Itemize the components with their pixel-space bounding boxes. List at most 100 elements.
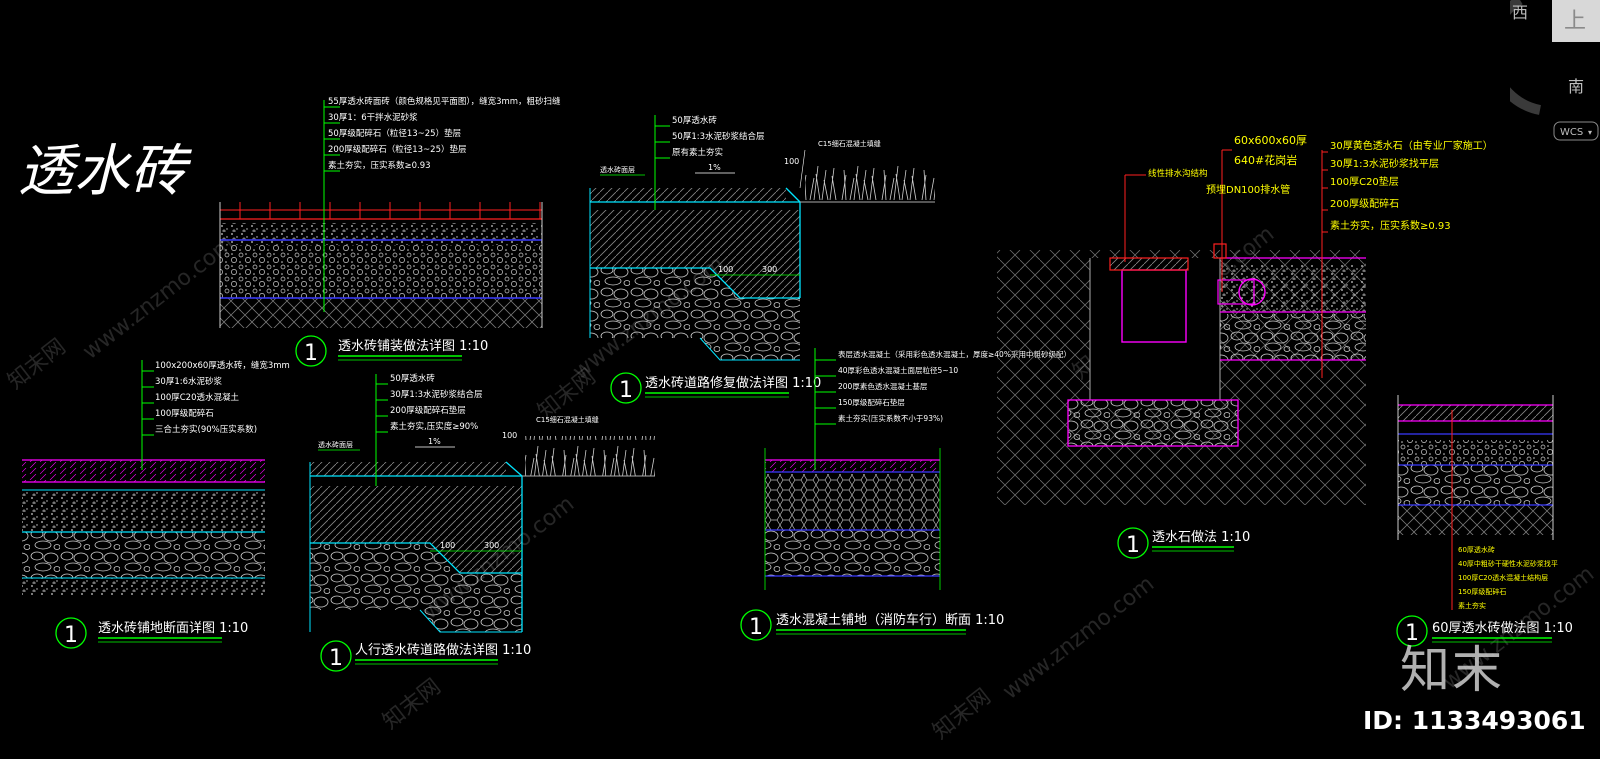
layer-gravel <box>1398 465 1553 505</box>
chevron-down-icon[interactable]: ▾ <box>1588 128 1592 137</box>
layer-top <box>765 460 940 472</box>
drain-grate <box>1109 257 1189 271</box>
grass-strip <box>805 160 935 200</box>
dim-label: 300 <box>484 541 499 550</box>
watermark: www.znzmo.com <box>78 231 239 364</box>
viewcube[interactable]: 上 西 南 WCS ▾ <box>1486 0 1600 150</box>
watermark: 知末网 <box>378 674 445 734</box>
viewcube-top-label: 上 <box>1564 9 1586 34</box>
layer-paver <box>310 462 506 476</box>
layer-earth <box>1398 505 1553 535</box>
detail-number-circle <box>740 609 772 641</box>
detail-title: 透水石做法 1:10 <box>1152 530 1250 545</box>
detail-title: 透水砖道路修复做法详图 1:10 <box>645 375 821 391</box>
note-text: 100厚C20透水混凝土结构层 <box>1458 573 1548 582</box>
detail-number: 1 <box>329 646 343 671</box>
dim-label: 100 <box>440 541 455 550</box>
viewcube-face-top[interactable] <box>1552 0 1600 42</box>
note-text: 100x200x60厚透水砖，缝宽3mm <box>155 360 290 371</box>
detail-number-circle <box>55 617 87 649</box>
note-text: 三合土夯实(90%压实系数) <box>155 424 257 435</box>
detail-number: 1 <box>64 623 78 648</box>
detail-title: 人行透水砖道路做法详图 1:10 <box>355 642 531 658</box>
detail-number: 1 <box>1126 533 1140 558</box>
note-text: 200厚级配碎石 <box>1330 197 1399 210</box>
detail-number-circle <box>610 372 642 404</box>
layer-earth <box>590 268 800 360</box>
note-text: 50厚透水砖 <box>672 115 717 126</box>
detail-permeable-stone: 60x600x60厚 640#花岗岩 预埋DN100排水管 线性排水沟结构 30… <box>997 134 1493 559</box>
dim-label: 100 <box>784 157 799 166</box>
layer-gravel <box>765 530 940 576</box>
detail-number-circle <box>1117 527 1149 559</box>
detail-number: 1 <box>304 341 318 366</box>
drain-pit <box>1090 258 1220 408</box>
note-text: 线性排水沟结构 <box>1148 168 1208 179</box>
note-text: 100厚C20透水混凝土 <box>155 392 239 403</box>
detail-permeable-brick-paving: 55厚透水砖面砖（颜色规格见平面图），缝宽3mm，粗砂扫缝 30厚1：6干拌水泥… <box>219 96 561 367</box>
watermark-logo: 知末 <box>1400 641 1504 699</box>
dim-label: 100 <box>718 265 733 274</box>
detail-number: 1 <box>749 615 763 640</box>
note-text: 60x600x60厚 <box>1234 134 1307 147</box>
sheet-title: 透水砖 <box>18 139 192 204</box>
detail-number-circle <box>1396 615 1428 647</box>
layer-earth <box>22 578 265 596</box>
layer-paver <box>22 460 265 482</box>
note-text: 原有素土夯实 <box>672 147 723 158</box>
note-text: 素土夯实 <box>1458 601 1486 610</box>
layer-earth <box>310 543 522 632</box>
note-text: 200厚素色透水混凝土基层 <box>838 381 928 391</box>
detail-title: 透水混凝土铺地（消防车行）断面 1:10 <box>776 612 1004 628</box>
note-text: 30厚1：6干拌水泥砂浆 <box>328 112 418 123</box>
grass-strip <box>525 436 655 476</box>
note-text: 100厚级配碎石 <box>155 408 214 419</box>
note-text: 30厚1:3水泥砂浆结合层 <box>390 389 483 400</box>
watermark: www.znzmo.com <box>998 571 1159 704</box>
layer-paver <box>220 202 542 219</box>
detail-number: 1 <box>619 378 633 403</box>
wcs-button[interactable] <box>1553 121 1599 141</box>
note-text: 50厚1:3水泥砂浆结合层 <box>672 131 765 142</box>
detail-title: 60厚透水砖做法图 1:10 <box>1432 621 1573 636</box>
c15-label: C15细石混凝土填缝 <box>536 415 599 424</box>
note-text: 表层透水混凝土（采用彩色透水混凝土，厚度≥40%采用中粗砂级配） <box>838 349 1071 359</box>
detail-title: 透水砖铺装做法详图 1:10 <box>338 339 488 354</box>
note-text: 640#花岗岩 <box>1234 153 1297 167</box>
detail-pedestrian-road: 50厚透水砖 30厚1:3水泥砂浆结合层 200厚级配碎石垫层 素土夯实,压实度… <box>309 373 655 672</box>
note-text: 素土夯实,压实度≥90% <box>390 421 478 432</box>
layer-concrete <box>1398 440 1553 465</box>
note-text: 60厚透水砖 <box>1458 545 1495 554</box>
note-text: 50厚透水砖 <box>390 373 435 384</box>
layer-gravel-base <box>220 223 542 245</box>
image-id-label: ID: 1133493061 <box>1363 706 1586 735</box>
detail-permeable-concrete: 表层透水混凝土（采用彩色透水混凝土，厚度≥40%采用中粗砂级配） 40厚彩色透水… <box>740 348 1071 641</box>
detail-number: 1 <box>1405 621 1419 646</box>
note-text: 30厚黄色透水石（由专业厂家施工） <box>1330 139 1493 152</box>
layer-paver <box>1398 405 1553 421</box>
watermark: 知末网 <box>928 684 995 744</box>
note-text: 素土夯实，压实系数≥0.93 <box>328 160 431 171</box>
detail-number-circle <box>295 335 327 367</box>
dim-label: 100 <box>502 431 517 440</box>
viewcube-west-label[interactable]: 西 <box>1512 3 1528 22</box>
layer-stone <box>1220 264 1366 312</box>
note-text: 200厚级配碎石（粒径13~25）垫层 <box>328 144 466 155</box>
viewcube-south-label[interactable]: 南 <box>1568 77 1584 96</box>
dim-label: 300 <box>762 265 777 274</box>
note-text: 150厚级配碎石垫层 <box>838 397 905 407</box>
detail-60mm-brick: 60厚透水砖 40厚中粗砂干硬性水泥砂浆找平 100厚C20透水混凝土结构层 1… <box>1396 395 1573 647</box>
note-text: 40厚彩色透水混凝土面层粒径5~10 <box>838 365 958 375</box>
detail-road-repair: 50厚透水砖 50厚1:3水泥砂浆结合层 原有素土夯实 透水砖面层 1% C15… <box>589 115 935 404</box>
note-text: 50厚级配碎石（粒径13~25）垫层 <box>328 128 461 139</box>
note-text: 40厚中粗砂干硬性水泥砂浆找平 <box>1458 559 1558 568</box>
label-curb: 透水砖面层 <box>318 440 353 449</box>
detail-title: 透水砖铺地断面详图 1:10 <box>98 621 248 636</box>
detail-paving-section: 100x200x60厚透水砖，缝宽3mm 30厚1:6水泥砂浆 100厚C20透… <box>22 360 290 649</box>
note-text: 55厚透水砖面砖（颜色规格见平面图），缝宽3mm，粗砂扫缝 <box>328 96 561 107</box>
note-text: 30厚1:6水泥砂浆 <box>155 376 222 387</box>
note-text: 150厚级配碎石 <box>1458 587 1506 596</box>
note-text: 200厚级配碎石垫层 <box>390 405 466 416</box>
gravel-footing <box>1067 399 1239 447</box>
